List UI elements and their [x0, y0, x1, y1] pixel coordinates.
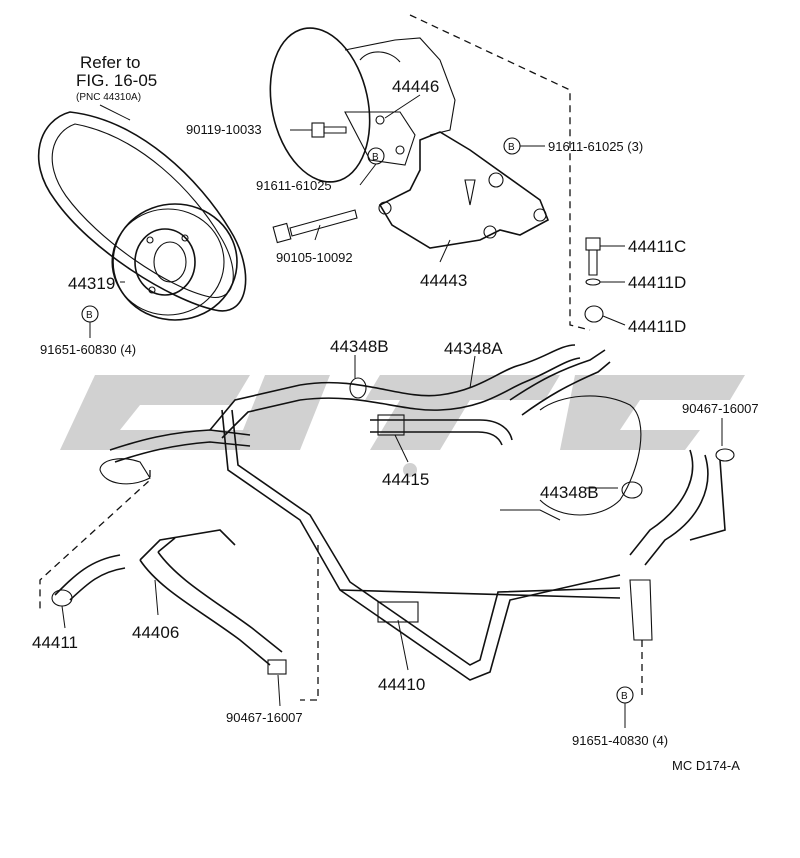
pulley [111, 203, 238, 321]
bolt-marker-2: B [503, 137, 521, 155]
label-44348b-top: 44348B [330, 337, 389, 356]
label-44411d-upper: 44411D [628, 273, 686, 292]
label-91611-61025: 91611-61025 [256, 178, 332, 193]
dashed-guide-left [39, 470, 151, 610]
bolt-marker-1: B [367, 147, 385, 165]
label-refer-to: Refer to [80, 53, 140, 72]
label-44446: 44446 [392, 77, 439, 96]
svg-text:B: B [621, 691, 628, 702]
dashed-guide-mid [300, 545, 319, 701]
leader-lines [61, 94, 723, 728]
label-90467-16007-right: 90467-16007 [682, 401, 759, 416]
label-44443: 44443 [420, 271, 467, 290]
label-44348b-right: 44348B [540, 483, 599, 502]
figure-code: MC D174-A [672, 758, 740, 773]
bolt-marker-4: B [616, 686, 634, 704]
label-44411d-lower: 44411D [628, 317, 686, 336]
bolt-marker-3: B [81, 305, 99, 323]
steering-gear-sketch [500, 395, 643, 521]
bolt-90119 [311, 122, 347, 138]
return-tube-left [99, 429, 251, 485]
hose-44348 [299, 344, 611, 416]
pipe-44410 [209, 384, 621, 681]
svg-text:B: B [372, 152, 379, 163]
label-90467-16007-bottom: 90467-16007 [226, 710, 303, 725]
bolt-44411c [584, 237, 604, 323]
label-44411: 44411 [32, 633, 78, 652]
label-91651-60830-4: 91651-60830 (4) [40, 342, 136, 357]
label-44411c: 44411C [628, 237, 686, 256]
label-91651-40830-4: 91651-40830 (4) [572, 733, 668, 748]
bolt-90105 [272, 209, 358, 244]
label-90105-10092: 90105-10092 [276, 250, 353, 265]
pipe-44415 [370, 414, 513, 446]
hose-right [629, 448, 735, 641]
label-refer-fig: FIG. 16-05 [76, 71, 157, 90]
label-44415: 44415 [382, 470, 429, 489]
label-44406: 44406 [132, 623, 179, 642]
label-44348a: 44348A [444, 339, 503, 358]
hose-44406 [139, 529, 287, 675]
label-refer-pnc: (PNC 44310A) [76, 92, 141, 103]
hose-44411 [51, 554, 126, 607]
label-44410: 44410 [378, 675, 425, 694]
svg-text:B: B [86, 310, 93, 321]
pump-pulley-disc [269, 27, 416, 183]
svg-text:B: B [508, 142, 515, 153]
dashed-guide-top [409, 14, 591, 331]
label-90119-10033: 90119-10033 [186, 122, 262, 137]
watermark-logo [60, 375, 745, 477]
label-44319: 44319 [68, 274, 115, 293]
label-91611-61025-3: 91611-61025 (3) [548, 139, 643, 154]
pump-body [344, 37, 456, 136]
pump-bracket [378, 131, 550, 249]
